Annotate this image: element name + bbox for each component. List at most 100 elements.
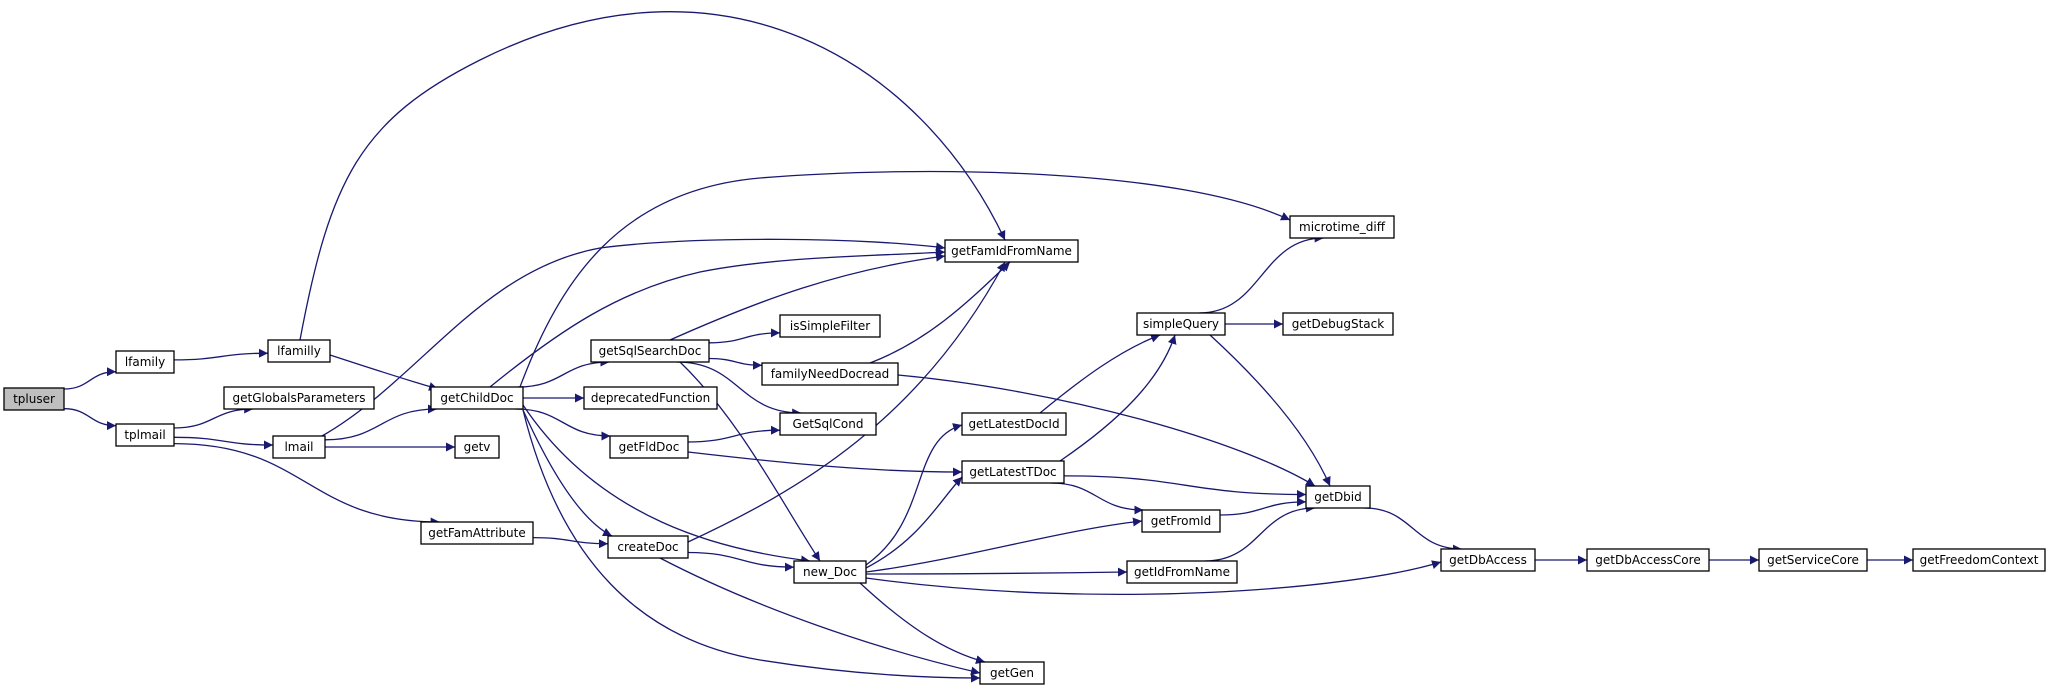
node-lmail[interactable]: lmail [272,435,326,459]
node-box [115,350,175,374]
node-getDbAccess[interactable]: getDbAccess [1440,548,1536,572]
edge-path [708,328,781,344]
node-label: getGen [990,666,1034,680]
node-box [3,387,65,411]
node-box [779,314,881,338]
node-box [590,339,710,363]
edge-path [669,252,946,341]
node-box [1282,312,1394,336]
node-box [1305,485,1371,509]
edge-getChildDoc-to-createDoc [522,409,613,537]
node-box [1136,312,1226,336]
node-label: deprecatedFunction [591,391,710,405]
edge-path [687,261,1006,543]
node-label: createDoc [617,540,678,554]
node-label: getLatestTDoc [969,465,1056,479]
node-box [430,386,524,410]
edge-getFamAttribute-to-createDoc [532,536,609,549]
node-GetSqlCond[interactable]: GetSqlCond [779,412,877,436]
node-label: GetSqlCond [793,417,864,431]
edge-getFldDoc-to-GetSqlCond [687,425,781,443]
node-getFromId[interactable]: getFromId [1141,509,1221,533]
node-layer: tpluser lfamily tplmail lfamilly getGlobalsP… [3,215,2046,685]
node-box [979,661,1045,685]
node-new_Doc[interactable]: new_Doc [793,560,867,584]
node-label: getFldDoc [619,440,680,454]
edge-simpleQuery-to-microtime_diff [1199,233,1324,314]
node-box [223,386,375,410]
node-label: getFromId [1151,514,1212,528]
edge-path [532,536,609,549]
edge-path [329,354,439,391]
edge-path [1050,482,1144,515]
edge-layer [63,11,1913,683]
node-box [1289,215,1395,239]
node-box [1126,560,1238,584]
node-lfamilly[interactable]: lfamilly [267,339,331,363]
node-getSqlSearchDoc[interactable]: getSqlSearchDoc [590,339,710,363]
node-microtime_diff[interactable]: microtime_diff [1289,215,1395,239]
node-label: lmail [284,440,313,454]
edge-new_Doc-to-getLatestDocId [865,423,963,566]
node-deprecatedFunction[interactable]: deprecatedFunction [583,386,718,410]
node-label: getLatestDocId [968,417,1059,431]
edge-getIdFromName-to-getDbid [1204,503,1316,562]
node-simpleQuery[interactable]: simpleQuery [1136,312,1226,336]
node-label: tpluser [13,392,55,406]
node-label: new_Doc [803,565,857,579]
edge-getDbid-to-getDbAccess [1364,507,1462,554]
node-label: familyNeedDocread [771,367,890,381]
edge-simpleQuery-to-getDbid [1209,334,1331,487]
node-getDbAccessCore[interactable]: getDbAccessCore [1586,548,1710,572]
edge-lfamilly-to-getFamIdFromName [299,11,1006,341]
node-box [961,460,1065,484]
node-getFamAttribute[interactable]: getFamAttribute [420,521,534,545]
edge-getLatestDocId-to-simpleQuery [1039,333,1161,414]
node-familyNeedDocread[interactable]: familyNeedDocread [761,362,899,386]
node-box [1440,548,1536,572]
edge-path [679,361,821,562]
node-label: lfamilly [277,344,321,358]
edge-path [299,11,1006,341]
edge-path [865,476,963,569]
node-createDoc[interactable]: createDoc [607,535,689,559]
node-box [583,386,718,410]
edge-path [1209,334,1331,487]
node-getGen[interactable]: getGen [979,661,1045,685]
node-getServiceCore[interactable]: getServiceCore [1758,548,1868,572]
edge-path [897,374,1316,487]
edge-path [522,404,811,565]
node-getIdFromName[interactable]: getIdFromName [1126,560,1238,584]
node-getv[interactable]: getv [454,435,500,459]
edge-lmail-to-getChildDoc [324,404,438,441]
node-label: getGlobalsParameters [233,391,366,405]
node-label: isSimpleFilter [790,319,870,333]
edge-path [173,404,254,429]
node-box [761,362,899,386]
node-box [1141,509,1221,533]
edge-familyNeedDocread-to-getDbid [897,374,1316,487]
node-tplmail[interactable]: tplmail [115,423,175,447]
edge-tplmail-to-lmail [173,436,274,450]
node-getGlobalsParameters[interactable]: getGlobalsParameters [223,386,375,410]
node-label: getIdFromName [1134,565,1230,579]
node-getFamIdFromName[interactable]: getFamIdFromName [944,239,1079,263]
node-getDebugStack[interactable]: getDebugStack [1282,312,1394,336]
edge-path [1219,497,1307,516]
node-box [793,560,867,584]
edge-getLatestTDoc-to-getDbid [1063,475,1307,499]
node-getFldDoc[interactable]: getFldDoc [609,435,689,459]
edge-path [1039,333,1161,414]
edge-createDoc-to-new_Doc [687,551,795,572]
node-label: getChildDoc [440,391,513,405]
edge-tpluser-to-tplmail [63,408,117,431]
node-getLatestTDoc[interactable]: getLatestTDoc [961,460,1065,484]
node-box [607,535,689,559]
node-getChildDoc[interactable]: getChildDoc [430,386,524,410]
node-getDbid[interactable]: getDbid [1305,485,1371,509]
node-isSimpleFilter[interactable]: isSimpleFilter [779,314,881,338]
node-getLatestDocId[interactable]: getLatestDocId [961,412,1067,436]
node-lfamily[interactable]: lfamily [115,350,175,374]
node-getFreedomContext[interactable]: getFreedomContext [1912,548,2046,572]
edge-getChildDoc-to-getFldDoc [515,408,611,441]
